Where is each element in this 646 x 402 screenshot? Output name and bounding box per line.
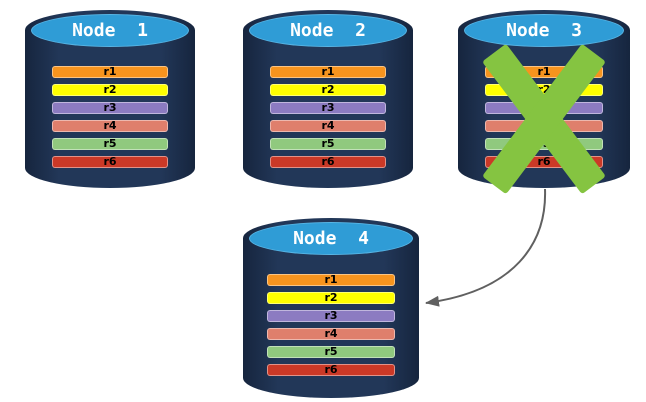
cylinder-top: Node 3	[464, 14, 624, 47]
row-label: r5	[324, 345, 338, 358]
replica-row-r2: r2	[52, 84, 168, 96]
row-label: r6	[324, 363, 338, 376]
replica-row-r1: r1	[485, 66, 603, 78]
node-title: Node 2	[290, 20, 366, 41]
replica-rows: r1 r2 r3 r4 r5 r6	[267, 274, 395, 376]
node-2-cylinder: Node 2 r1 r2 r3 r4 r5 r6	[243, 10, 413, 188]
replica-row-r2: r2	[270, 84, 386, 96]
replica-row-r3: r3	[52, 102, 168, 114]
cylinder-top: Node 1	[31, 14, 189, 47]
replica-rows: r1 r2 r3 r4 r5 r6	[52, 66, 168, 168]
replica-row-r5: r5	[485, 138, 603, 150]
row-label: r2	[321, 83, 335, 96]
replica-row-r3: r3	[485, 102, 603, 114]
node-title: Node 4	[293, 228, 369, 249]
replica-rows: r1 r2 r3 r4 r5 r6	[270, 66, 386, 168]
row-label: r1	[321, 65, 335, 78]
row-label: r4	[537, 119, 551, 132]
replica-row-r5: r5	[52, 138, 168, 150]
cylinder-top-rim: Node 4	[243, 218, 419, 258]
replica-row-r1: r1	[267, 274, 395, 286]
replica-row-r4: r4	[485, 120, 603, 132]
row-label: r6	[103, 155, 117, 168]
row-label: r4	[103, 119, 117, 132]
cylinder-top-rim: Node 2	[243, 10, 413, 50]
replica-row-r6: r6	[267, 364, 395, 376]
row-label: r3	[537, 101, 551, 114]
replica-row-r4: r4	[52, 120, 168, 132]
replica-row-r3: r3	[270, 102, 386, 114]
replica-row-r5: r5	[270, 138, 386, 150]
row-label: r3	[321, 101, 335, 114]
arrow-curve	[425, 188, 547, 307]
replica-row-r2: r2	[485, 84, 603, 96]
node-title: Node 1	[72, 20, 148, 41]
node-4-cylinder: Node 4 r1 r2 r3 r4 r5 r6	[243, 218, 419, 398]
row-label: r5	[321, 137, 335, 150]
row-label: r1	[324, 273, 338, 286]
row-label: r2	[324, 291, 338, 304]
replica-row-r6: r6	[485, 156, 603, 168]
row-label: r6	[537, 155, 551, 168]
replica-row-r1: r1	[270, 66, 386, 78]
row-label: r2	[103, 83, 117, 96]
row-label: r2	[537, 83, 551, 96]
row-label: r5	[103, 137, 117, 150]
cylinder-top: Node 2	[249, 14, 407, 47]
replica-row-r1: r1	[52, 66, 168, 78]
replica-row-r4: r4	[270, 120, 386, 132]
row-label: r5	[537, 137, 551, 150]
replica-row-r5: r5	[267, 346, 395, 358]
node-3-cylinder: Node 3 r1 r2 r3 r4 r5 r6	[458, 10, 630, 195]
cylinder-top-rim: Node 3	[458, 10, 630, 50]
cylinder-top-rim: Node 1	[25, 10, 195, 50]
row-label: r3	[103, 101, 117, 114]
replica-row-r4: r4	[267, 328, 395, 340]
row-label: r3	[324, 309, 338, 322]
node-1-cylinder: Node 1 r1 r2 r3 r4 r5 r6	[25, 10, 195, 188]
row-label: r1	[103, 65, 117, 78]
row-label: r1	[537, 65, 551, 78]
replica-row-r6: r6	[270, 156, 386, 168]
cylinder-top: Node 4	[249, 222, 413, 255]
replica-rows: r1 r2 r3 r4 r5 r6	[485, 66, 603, 168]
row-label: r4	[324, 327, 338, 340]
row-label: r4	[321, 119, 335, 132]
row-label: r6	[321, 155, 335, 168]
replica-row-r2: r2	[267, 292, 395, 304]
replica-row-r3: r3	[267, 310, 395, 322]
node-title: Node 3	[506, 20, 582, 41]
replica-row-r6: r6	[52, 156, 168, 168]
